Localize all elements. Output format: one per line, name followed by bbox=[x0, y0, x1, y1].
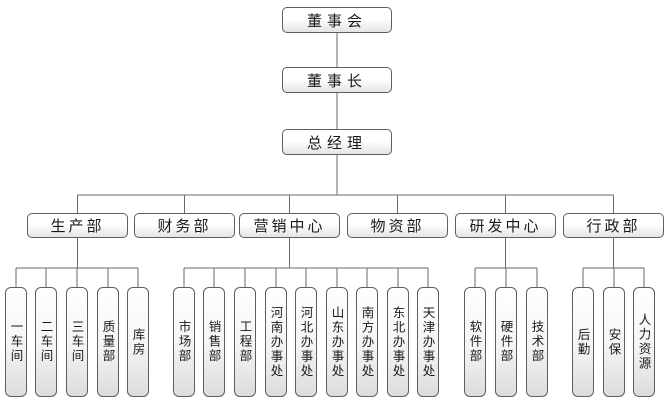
general-manager-box: 总经理 bbox=[282, 129, 392, 155]
unit-box: 天津办事处 bbox=[417, 287, 439, 397]
unit-box: 山东办事处 bbox=[326, 287, 348, 397]
unit-box: 技术部 bbox=[526, 287, 548, 397]
department-box: 生产部 bbox=[27, 213, 128, 238]
unit-box: 河北办事处 bbox=[295, 287, 317, 397]
unit-box: 市场部 bbox=[173, 287, 195, 397]
unit-box: 南方办事处 bbox=[356, 287, 378, 397]
department-box: 财务部 bbox=[134, 213, 235, 238]
unit-box: 东北办事处 bbox=[387, 287, 409, 397]
unit-box: 二车间 bbox=[35, 287, 57, 397]
chairman-box: 董事长 bbox=[282, 67, 392, 93]
department-box: 营销中心 bbox=[239, 213, 340, 238]
department-box: 研发中心 bbox=[455, 213, 556, 238]
unit-box: 安保 bbox=[603, 287, 625, 397]
unit-box: 后勤 bbox=[572, 287, 594, 397]
unit-box: 销售部 bbox=[203, 287, 225, 397]
board-of-directors-box: 董事会 bbox=[282, 7, 392, 33]
unit-box: 三车间 bbox=[66, 287, 88, 397]
department-box: 物资部 bbox=[347, 213, 448, 238]
unit-box: 库房 bbox=[127, 287, 149, 397]
unit-box: 质量部 bbox=[97, 287, 119, 397]
unit-box: 一车间 bbox=[5, 287, 27, 397]
unit-box: 河南办事处 bbox=[265, 287, 287, 397]
department-box: 行政部 bbox=[563, 213, 664, 238]
unit-box: 硬件部 bbox=[495, 287, 517, 397]
unit-box: 软件部 bbox=[464, 287, 486, 397]
unit-box: 工程部 bbox=[234, 287, 256, 397]
unit-box: 人力资源 bbox=[633, 287, 655, 397]
